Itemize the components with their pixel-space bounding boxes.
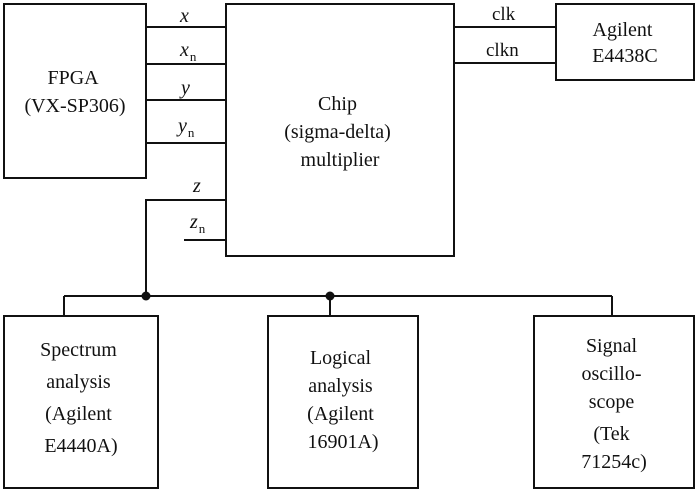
signal-label-z: z <box>192 175 201 197</box>
signal-label-xn: xn <box>179 39 197 64</box>
scope-label: Signal oscillo- scope (Tek 71254c) <box>581 335 647 473</box>
signal-label-clk: clk <box>492 4 516 25</box>
signal-label-yn: yn <box>176 115 195 140</box>
fpga-box <box>3 3 147 179</box>
oscilloscope-box <box>533 315 695 489</box>
agilent-clock-label: Agilent E4438C <box>592 19 658 67</box>
signal-label-clkn: clkn <box>486 40 519 61</box>
spectrum-analyzer-box <box>3 315 159 489</box>
chip-box <box>225 3 455 257</box>
signal-label-x: x <box>179 5 189 27</box>
logical-label: Logical analysis (Agilent 16901A) <box>307 347 379 453</box>
wire-z <box>145 199 226 296</box>
signal-label-zn: zn <box>189 211 206 236</box>
spectrum-label: Spectrum analysis (Agilent E4440A) <box>40 339 122 457</box>
junction-dot <box>325 291 335 301</box>
logic-analyzer-box <box>267 315 419 489</box>
fpga-label: FPGA (VX-SP306) <box>24 67 125 117</box>
chip-label: Chip (sigma-delta) multiplier <box>284 93 396 171</box>
agilent-clock-box <box>555 3 695 81</box>
junction-dot <box>141 291 151 301</box>
signal-label-y: y <box>179 77 190 99</box>
